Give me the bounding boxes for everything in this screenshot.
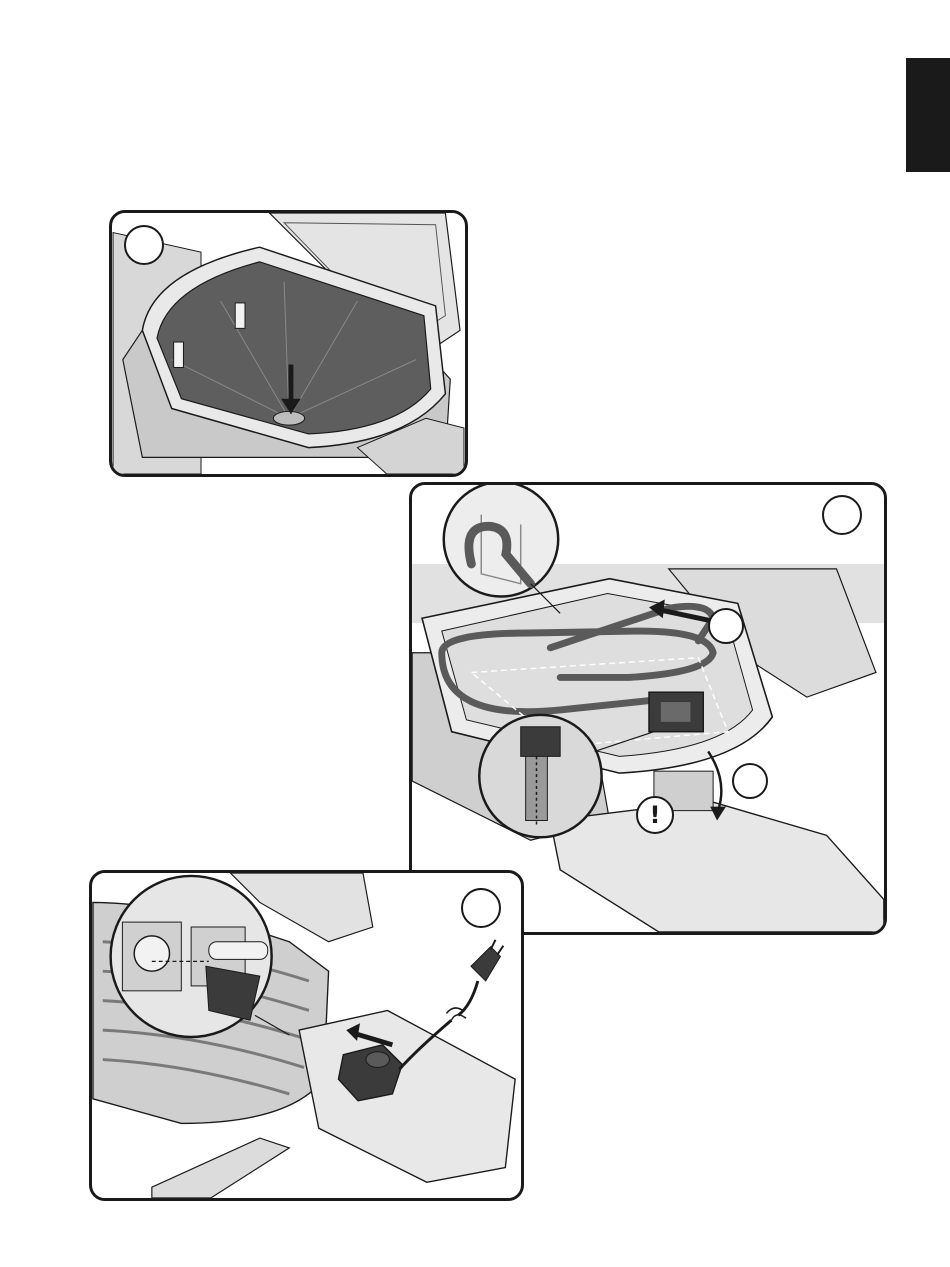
step-2-number-circle bbox=[822, 495, 862, 535]
heating-element-illustration bbox=[412, 485, 884, 932]
step-2-illustration-panel: ! bbox=[409, 482, 887, 935]
sub-step-a-circle bbox=[708, 608, 744, 644]
language-edge-tab bbox=[906, 58, 950, 172]
step-3-illustration-panel bbox=[89, 870, 524, 1201]
step-1-number-circle bbox=[124, 225, 164, 265]
step-1-illustration-panel bbox=[109, 210, 468, 477]
power-cord-illustration bbox=[92, 873, 521, 1198]
step-3-number-circle bbox=[461, 888, 501, 928]
warning-exclamation-icon: ! bbox=[636, 796, 674, 834]
sub-step-b-circle bbox=[732, 763, 768, 799]
grill-bowl-illustration bbox=[112, 213, 465, 474]
